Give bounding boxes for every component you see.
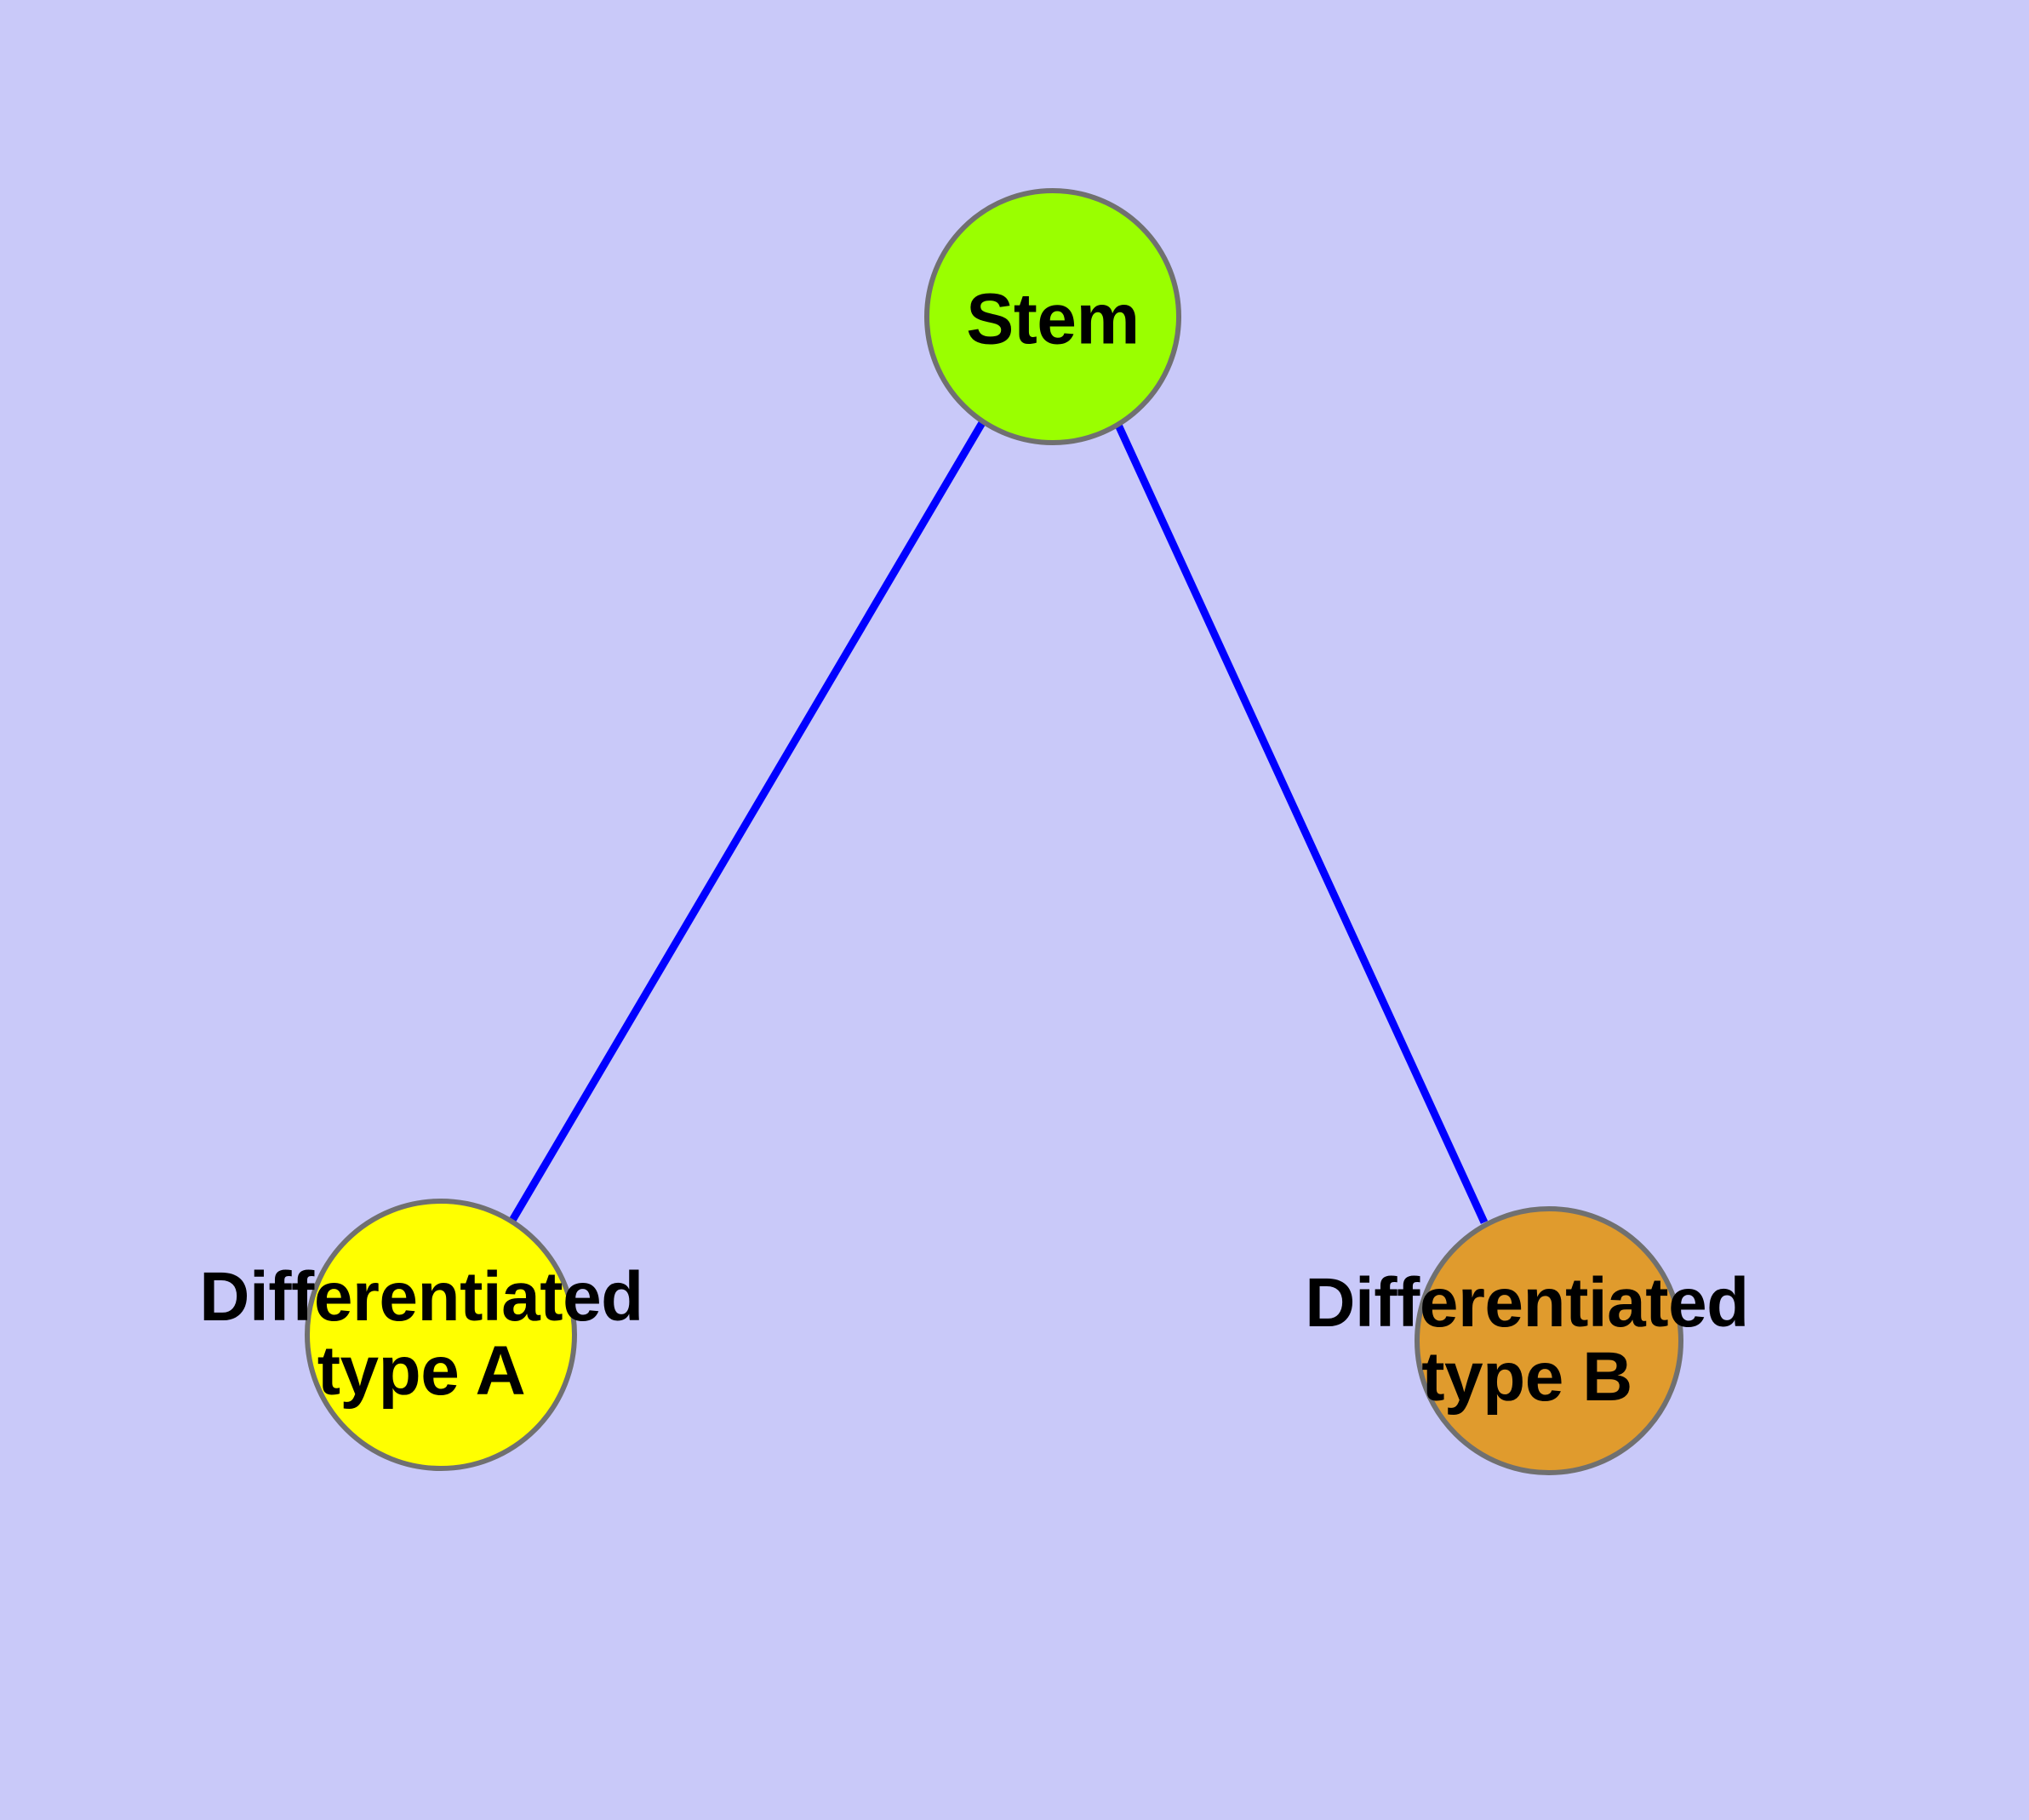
graph-edge-stem-to-diff-a[interactable] xyxy=(507,419,986,1226)
graph-edge-stem-to-diff-b[interactable] xyxy=(1113,421,1489,1224)
graph-node-stem[interactable] xyxy=(924,188,1181,445)
graph-node-diff-b[interactable] xyxy=(1415,1206,1683,1475)
node-layer xyxy=(305,188,1683,1475)
graph-node-diff-a[interactable] xyxy=(305,1199,577,1471)
edge-layer xyxy=(507,419,1489,1226)
